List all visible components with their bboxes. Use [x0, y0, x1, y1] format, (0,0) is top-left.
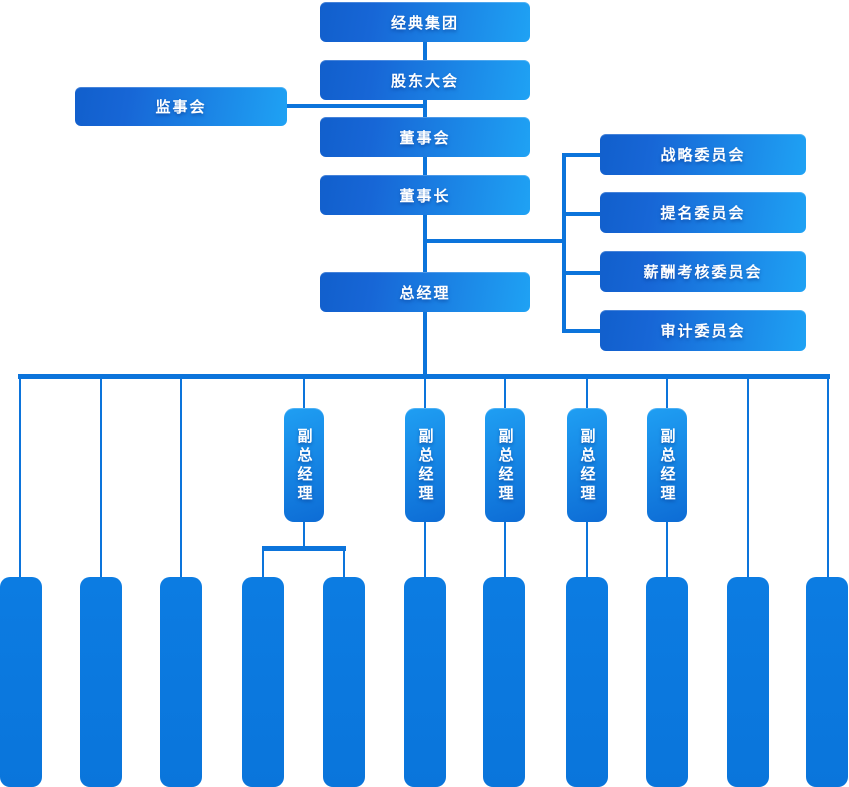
node-committee-strategy-label: 战略委员会 — [660, 147, 746, 164]
connector-spine-1 — [423, 42, 427, 60]
node-shareholders-meeting-label: 股东大会 — [390, 72, 459, 90]
connector-deputy-under-2 — [424, 520, 426, 577]
connector-committee-spine — [562, 153, 566, 333]
connector-spine-3 — [423, 157, 427, 175]
connector-deputy-under-5 — [666, 520, 668, 577]
connector-committee-stub-2 — [564, 212, 600, 216]
connector-tee-drop-right — [343, 551, 345, 577]
node-deputy-gm-4: 副总经理 — [567, 408, 607, 522]
node-department-6 — [404, 577, 446, 787]
connector-spine-2 — [423, 100, 427, 117]
node-general-manager: 总经理 — [320, 272, 530, 312]
connector-spine-4 — [423, 215, 427, 272]
connector-tee-stem — [303, 520, 305, 547]
connector-spine-5 — [423, 312, 427, 374]
connector-tee-drop-left — [262, 551, 264, 577]
connector-dept-drop-3 — [180, 379, 182, 577]
connector-deputy-under-3 — [504, 520, 506, 577]
connector-committee-stub-1 — [564, 153, 600, 157]
node-department-4 — [242, 577, 284, 787]
node-committee-nomination: 提名委员会 — [600, 192, 806, 233]
node-committee-remuneration-label: 薪酬考核委员会 — [643, 264, 763, 281]
node-group: 经典集团 — [320, 2, 530, 42]
connector-committee-branch — [425, 239, 566, 243]
node-department-1 — [0, 577, 42, 787]
node-department-11 — [806, 577, 848, 787]
connector-dept-drop-10 — [747, 379, 749, 577]
node-committee-nomination-label: 提名委员会 — [660, 205, 746, 222]
node-deputy-gm-3: 副总经理 — [485, 408, 525, 522]
node-deputy-gm-4-label: 副总经理 — [578, 428, 596, 504]
connector-committee-stub-3 — [564, 271, 600, 275]
connector-deputy-drop-5 — [666, 379, 668, 408]
node-group-label: 经典集团 — [390, 14, 459, 32]
node-department-9 — [646, 577, 688, 787]
node-deputy-gm-5-label: 副总经理 — [658, 428, 676, 504]
node-deputy-gm-5: 副总经理 — [647, 408, 687, 522]
node-committee-remuneration: 薪酬考核委员会 — [600, 251, 806, 292]
node-board-of-directors-label: 董事会 — [399, 129, 451, 147]
node-department-10 — [727, 577, 769, 787]
node-committee-audit-label: 审计委员会 — [660, 323, 746, 340]
connector-committee-stub-4 — [564, 329, 600, 333]
connector-dept-drop-1 — [19, 379, 21, 577]
connector-dept-drop-11 — [827, 379, 829, 577]
connector-deputy-drop-1 — [303, 379, 305, 408]
node-shareholders-meeting: 股东大会 — [320, 60, 530, 100]
node-supervisory-board-label: 监事会 — [155, 99, 207, 116]
node-chairman-label: 董事长 — [399, 187, 451, 205]
node-deputy-gm-1: 副总经理 — [284, 408, 324, 522]
node-board-of-directors: 董事会 — [320, 117, 530, 157]
node-supervisory-board: 监事会 — [75, 87, 287, 126]
connector-deputy-under-4 — [586, 520, 588, 577]
node-deputy-gm-2: 副总经理 — [405, 408, 445, 522]
node-committee-audit: 审计委员会 — [600, 310, 806, 351]
connector-deputy-drop-3 — [504, 379, 506, 408]
node-general-manager-label: 总经理 — [399, 284, 451, 302]
connector-dept-drop-2 — [100, 379, 102, 577]
node-department-7 — [483, 577, 525, 787]
connector-tee-bar — [262, 546, 346, 551]
node-deputy-gm-2-label: 副总经理 — [416, 428, 434, 504]
node-committee-strategy: 战略委员会 — [600, 134, 806, 175]
connector-deputy-drop-2 — [424, 379, 426, 408]
connector-main-bar — [18, 374, 830, 379]
connector-supervisory-link — [287, 104, 427, 108]
node-deputy-gm-1-label: 副总经理 — [295, 428, 313, 504]
node-department-5 — [323, 577, 365, 787]
node-department-3 — [160, 577, 202, 787]
node-department-2 — [80, 577, 122, 787]
connector-deputy-drop-4 — [586, 379, 588, 408]
node-deputy-gm-3-label: 副总经理 — [496, 428, 514, 504]
node-department-8 — [566, 577, 608, 787]
node-chairman: 董事长 — [320, 175, 530, 215]
